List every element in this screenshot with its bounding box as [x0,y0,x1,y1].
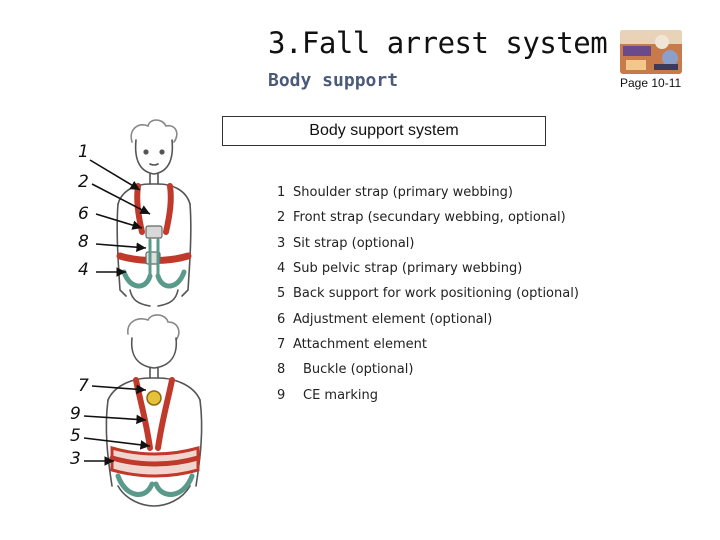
callout-back-3: 3 [70,449,81,469]
page-subtitle: Body support [268,70,399,91]
front-harness [116,183,192,289]
callout-back-5: 5 [70,426,81,446]
callout-back-9: 9 [70,404,81,424]
callout-back-7: 7 [78,376,89,396]
callout-front-6: 6 [78,204,89,224]
page-title: 3.Fall arrest system [268,26,608,60]
callout-front-4: 4 [78,260,89,280]
callout-front-8: 8 [78,232,89,252]
callout-front-2: 2 [78,172,89,192]
book-cover-logo [620,30,682,74]
body-support-system-heading: Body support system [222,116,546,146]
callout-front-1: 1 [78,142,89,162]
back-figure [105,314,203,507]
front-figure [116,119,192,307]
page-reference: Page 10-11 [620,76,682,90]
back-callout-arrows [83,384,151,466]
front-callout-arrows [89,159,151,277]
back-harness [109,377,201,497]
